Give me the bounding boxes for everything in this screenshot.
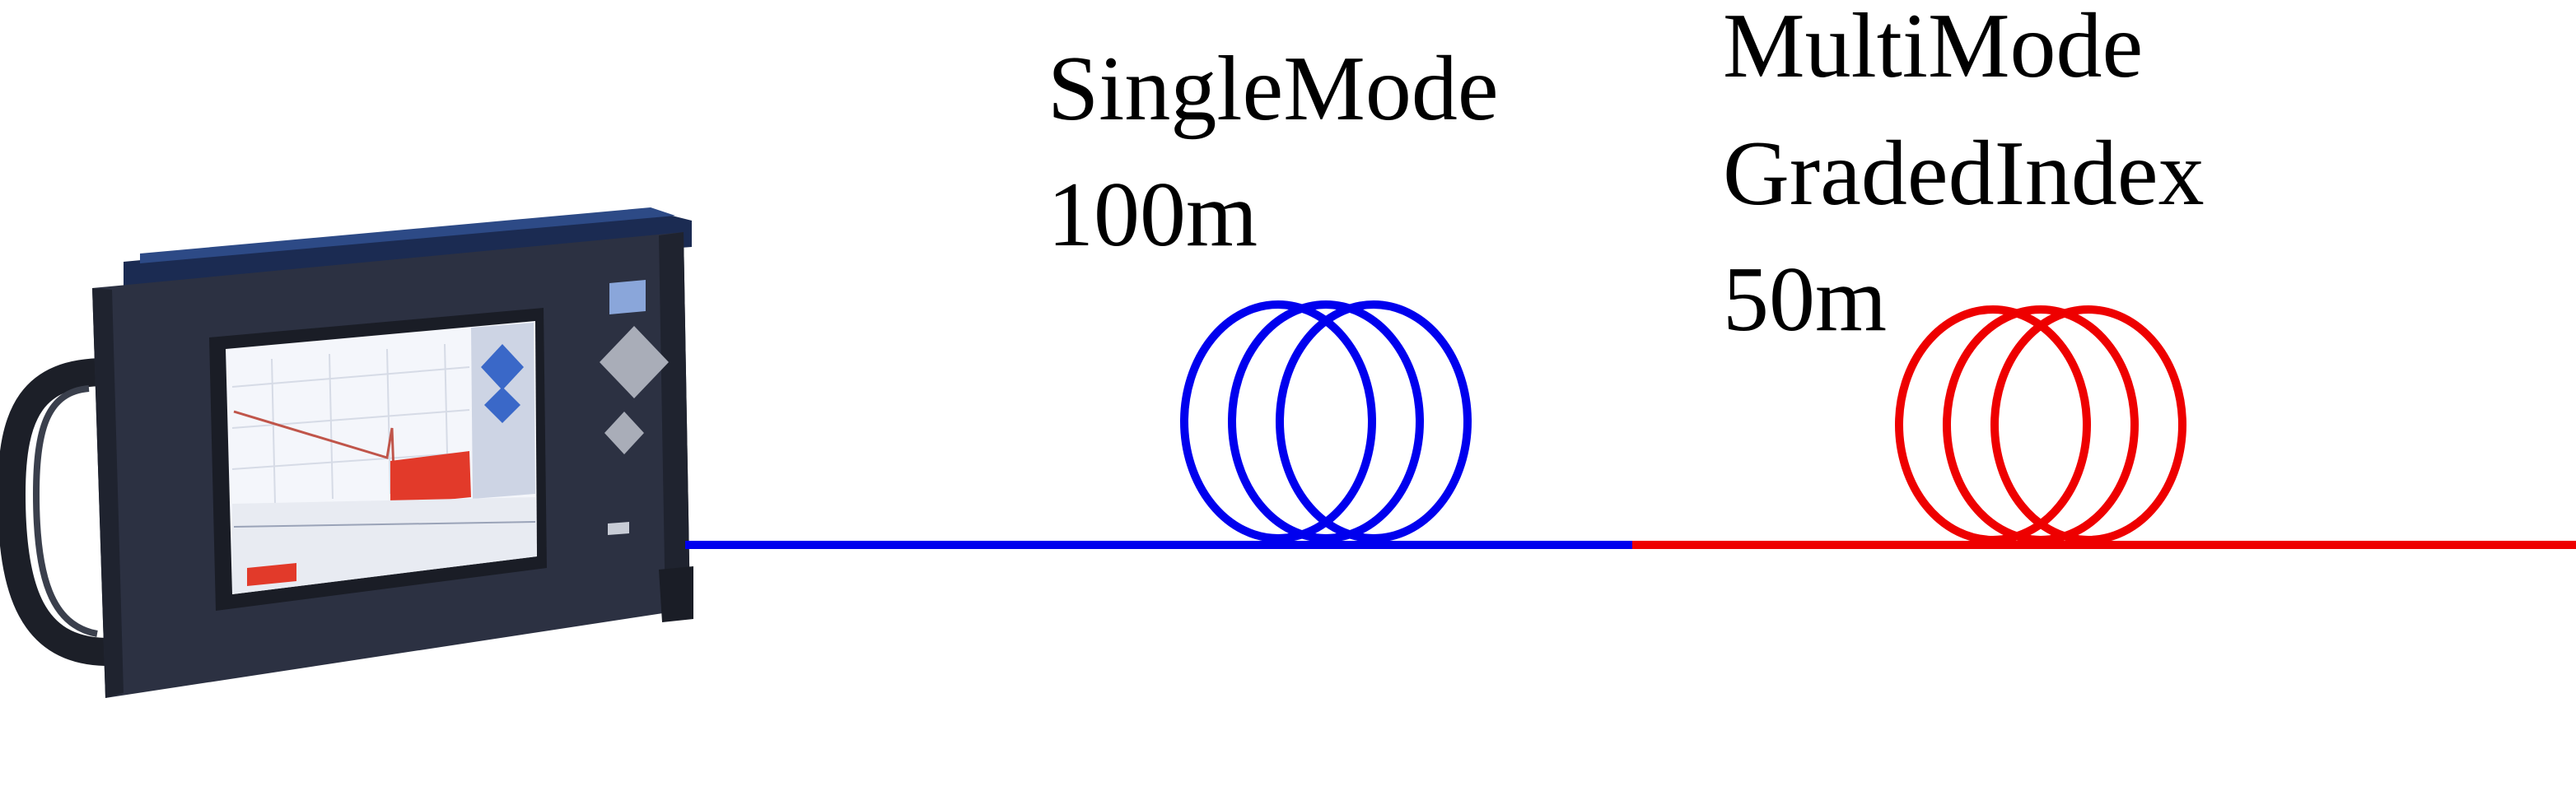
single-mode-length: 100m [1048,164,1258,266]
multi-mode-length: 50m [1723,249,1888,351]
single-mode-fiber-coil [1180,300,1472,542]
single-mode-label: SingleMode [1048,38,1499,140]
multi-mode-fiber-coil [1895,305,2186,544]
multi-mode-index-label: GradedIndex [1723,123,2205,225]
trace-burst [390,451,471,505]
multi-mode-label: MultiMode [1723,0,2144,97]
otdr-instrument-icon [0,207,693,698]
